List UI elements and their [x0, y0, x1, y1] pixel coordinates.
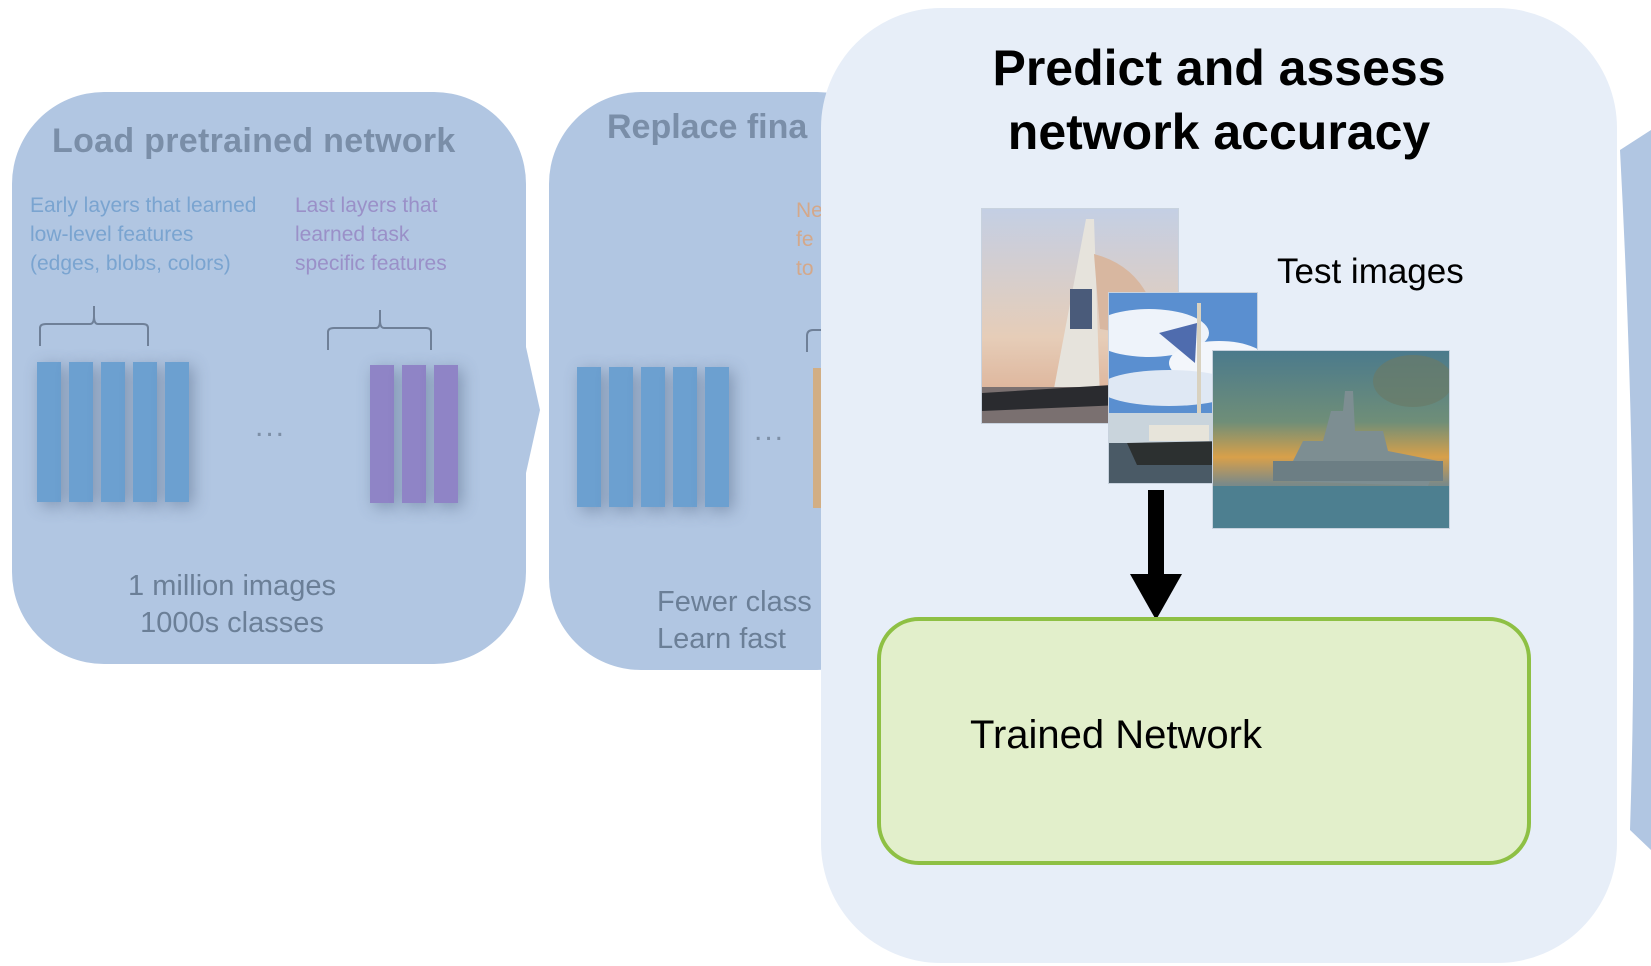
early-layers-brace [39, 306, 149, 346]
last-layers-brace [327, 310, 432, 350]
panel-title: Predict and assess network accuracy [992, 40, 1446, 160]
layers-ellipsis: ... [255, 410, 287, 443]
last-layer-bar [370, 365, 394, 503]
last-layers-caption: Last layers that learned task specific f… [295, 194, 447, 275]
dataset-description: 1 million images 1000s classes [128, 570, 336, 639]
early-layer-bar [69, 362, 93, 502]
warship-image [1213, 351, 1449, 528]
down-arrow-icon [1130, 490, 1182, 620]
trained-network-box: Trained Network [877, 617, 1531, 865]
next-panel-edge [1620, 130, 1651, 850]
test-images-label: Test images [1277, 252, 1464, 291]
last-layer-bar [434, 365, 458, 503]
layer-braces [806, 329, 839, 352]
panel-title: Load pretrained network [52, 122, 456, 160]
layer-bar [609, 367, 633, 507]
last-layer-bar [402, 365, 426, 503]
layer-bar [641, 367, 665, 507]
trained-network-label: Trained Network [970, 713, 1262, 757]
early-layer-bar [37, 362, 61, 502]
panel-load-pretrained: Load pretrained network Early layers tha… [12, 92, 526, 664]
layer-bar [577, 367, 601, 507]
early-layer-bar [165, 362, 189, 502]
layer-bar [705, 367, 729, 507]
early-layer-bar [133, 362, 157, 502]
training-description: Fewer class Learn fast [657, 586, 812, 655]
chevron-arrow-icon [520, 320, 540, 500]
early-layer-bar [101, 362, 125, 502]
layer-braces [39, 306, 432, 350]
panel-title: Replace fina [607, 108, 808, 146]
new-layers-brace [806, 329, 839, 352]
warship-sunset-photo [1212, 350, 1450, 529]
new-layers-caption: Ne fe to [796, 199, 823, 280]
layers-ellipsis: ... [754, 414, 786, 447]
early-layers-caption: Early layers that learned low-level feat… [30, 194, 257, 275]
layer-bar [673, 367, 697, 507]
